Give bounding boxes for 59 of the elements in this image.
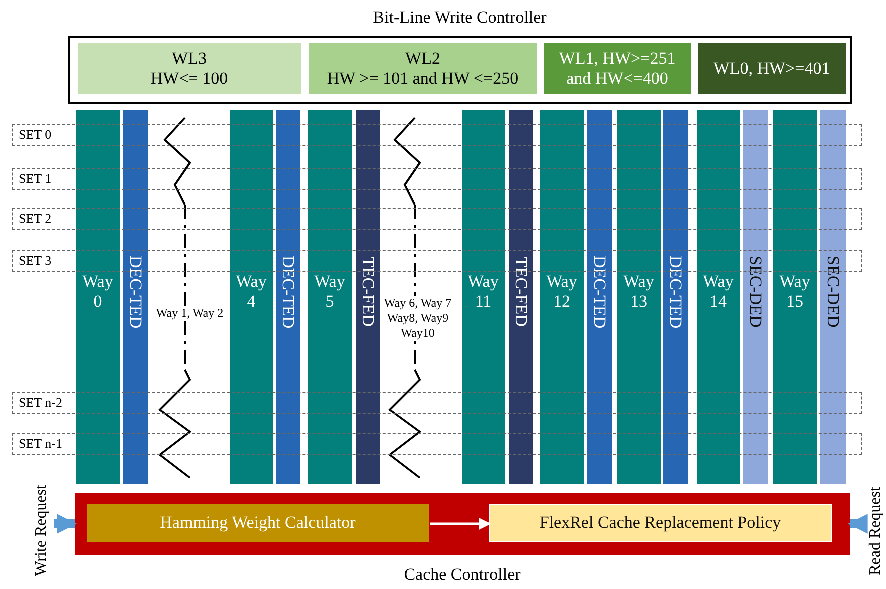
write-level-box	[544, 43, 691, 94]
way-label: Way 4	[235, 272, 268, 312]
level-text: WL1, HW>=251 and HW<=400	[558, 48, 677, 88]
way-label: Way 0	[82, 272, 114, 312]
ecc-label: DEC-TED	[666, 256, 686, 328]
cache-way-column	[76, 110, 120, 484]
ecc-column	[587, 110, 612, 484]
way-label: Way 5	[314, 272, 346, 312]
way-label: Way 15	[778, 272, 812, 312]
way-range-note: Way 6, Way 7 Way8, Way9 Way10	[383, 296, 453, 341]
cache-way-column	[308, 110, 352, 484]
panel-title: Cache Controller	[403, 565, 522, 585]
ecc-column	[276, 110, 300, 484]
cache-set-row	[12, 208, 862, 230]
ecc-label: SEC-DED	[746, 256, 766, 328]
write-level-box	[309, 43, 537, 94]
logic-block	[489, 504, 832, 542]
level-text: WL2	[406, 48, 440, 68]
cache-set-row	[12, 392, 862, 414]
ecc-column	[356, 110, 380, 484]
ecc-label: SEC-DED	[823, 256, 843, 328]
write-level-box	[78, 43, 301, 94]
cache-way-column	[540, 110, 584, 484]
request-text: Read Request	[867, 486, 885, 576]
cache-set-row	[12, 124, 862, 146]
ecc-column	[123, 110, 148, 484]
request-text: Write Request	[33, 485, 51, 577]
way-label: Way 12	[546, 272, 578, 312]
write-level-box	[698, 43, 846, 94]
ecc-label: DEC-TED	[590, 256, 610, 328]
cache-way-column	[462, 110, 505, 484]
ecc-column	[509, 110, 533, 484]
ecc-column	[743, 110, 768, 484]
cache-set-row	[12, 433, 862, 455]
cache-way-column	[230, 110, 273, 484]
arrow	[848, 514, 868, 534]
way-label: Way 14	[702, 272, 735, 312]
cache-set-row	[12, 168, 862, 190]
block-label: Hamming Weight Calculator	[160, 513, 356, 533]
arrow	[54, 514, 77, 534]
cache-way-column	[697, 110, 740, 484]
way-label: Way 11	[467, 272, 500, 312]
level-text: HW<= 100	[150, 68, 228, 88]
arrow	[430, 518, 492, 530]
cache-way-column	[617, 110, 661, 484]
level-text: WL0, HW>=401	[714, 58, 830, 78]
ecc-label: TEC-FED	[511, 257, 531, 327]
ecc-label: DEC-TED	[126, 256, 146, 328]
ecc-label: DEC-TED	[278, 256, 298, 328]
way-label: Way 13	[622, 272, 656, 312]
block-label: FlexRel Cache Replacement Policy	[540, 513, 782, 533]
panel-title: Bit-Line Write Controller	[372, 8, 548, 28]
ecc-label: TEC-FED	[358, 257, 378, 327]
logic-block	[87, 504, 429, 542]
cache-way-column	[773, 110, 817, 484]
ecc-column	[820, 110, 846, 484]
ecc-column	[663, 110, 688, 484]
level-text: WL3	[172, 48, 207, 68]
level-text: HW >= 101 and HW <=250	[327, 68, 519, 88]
